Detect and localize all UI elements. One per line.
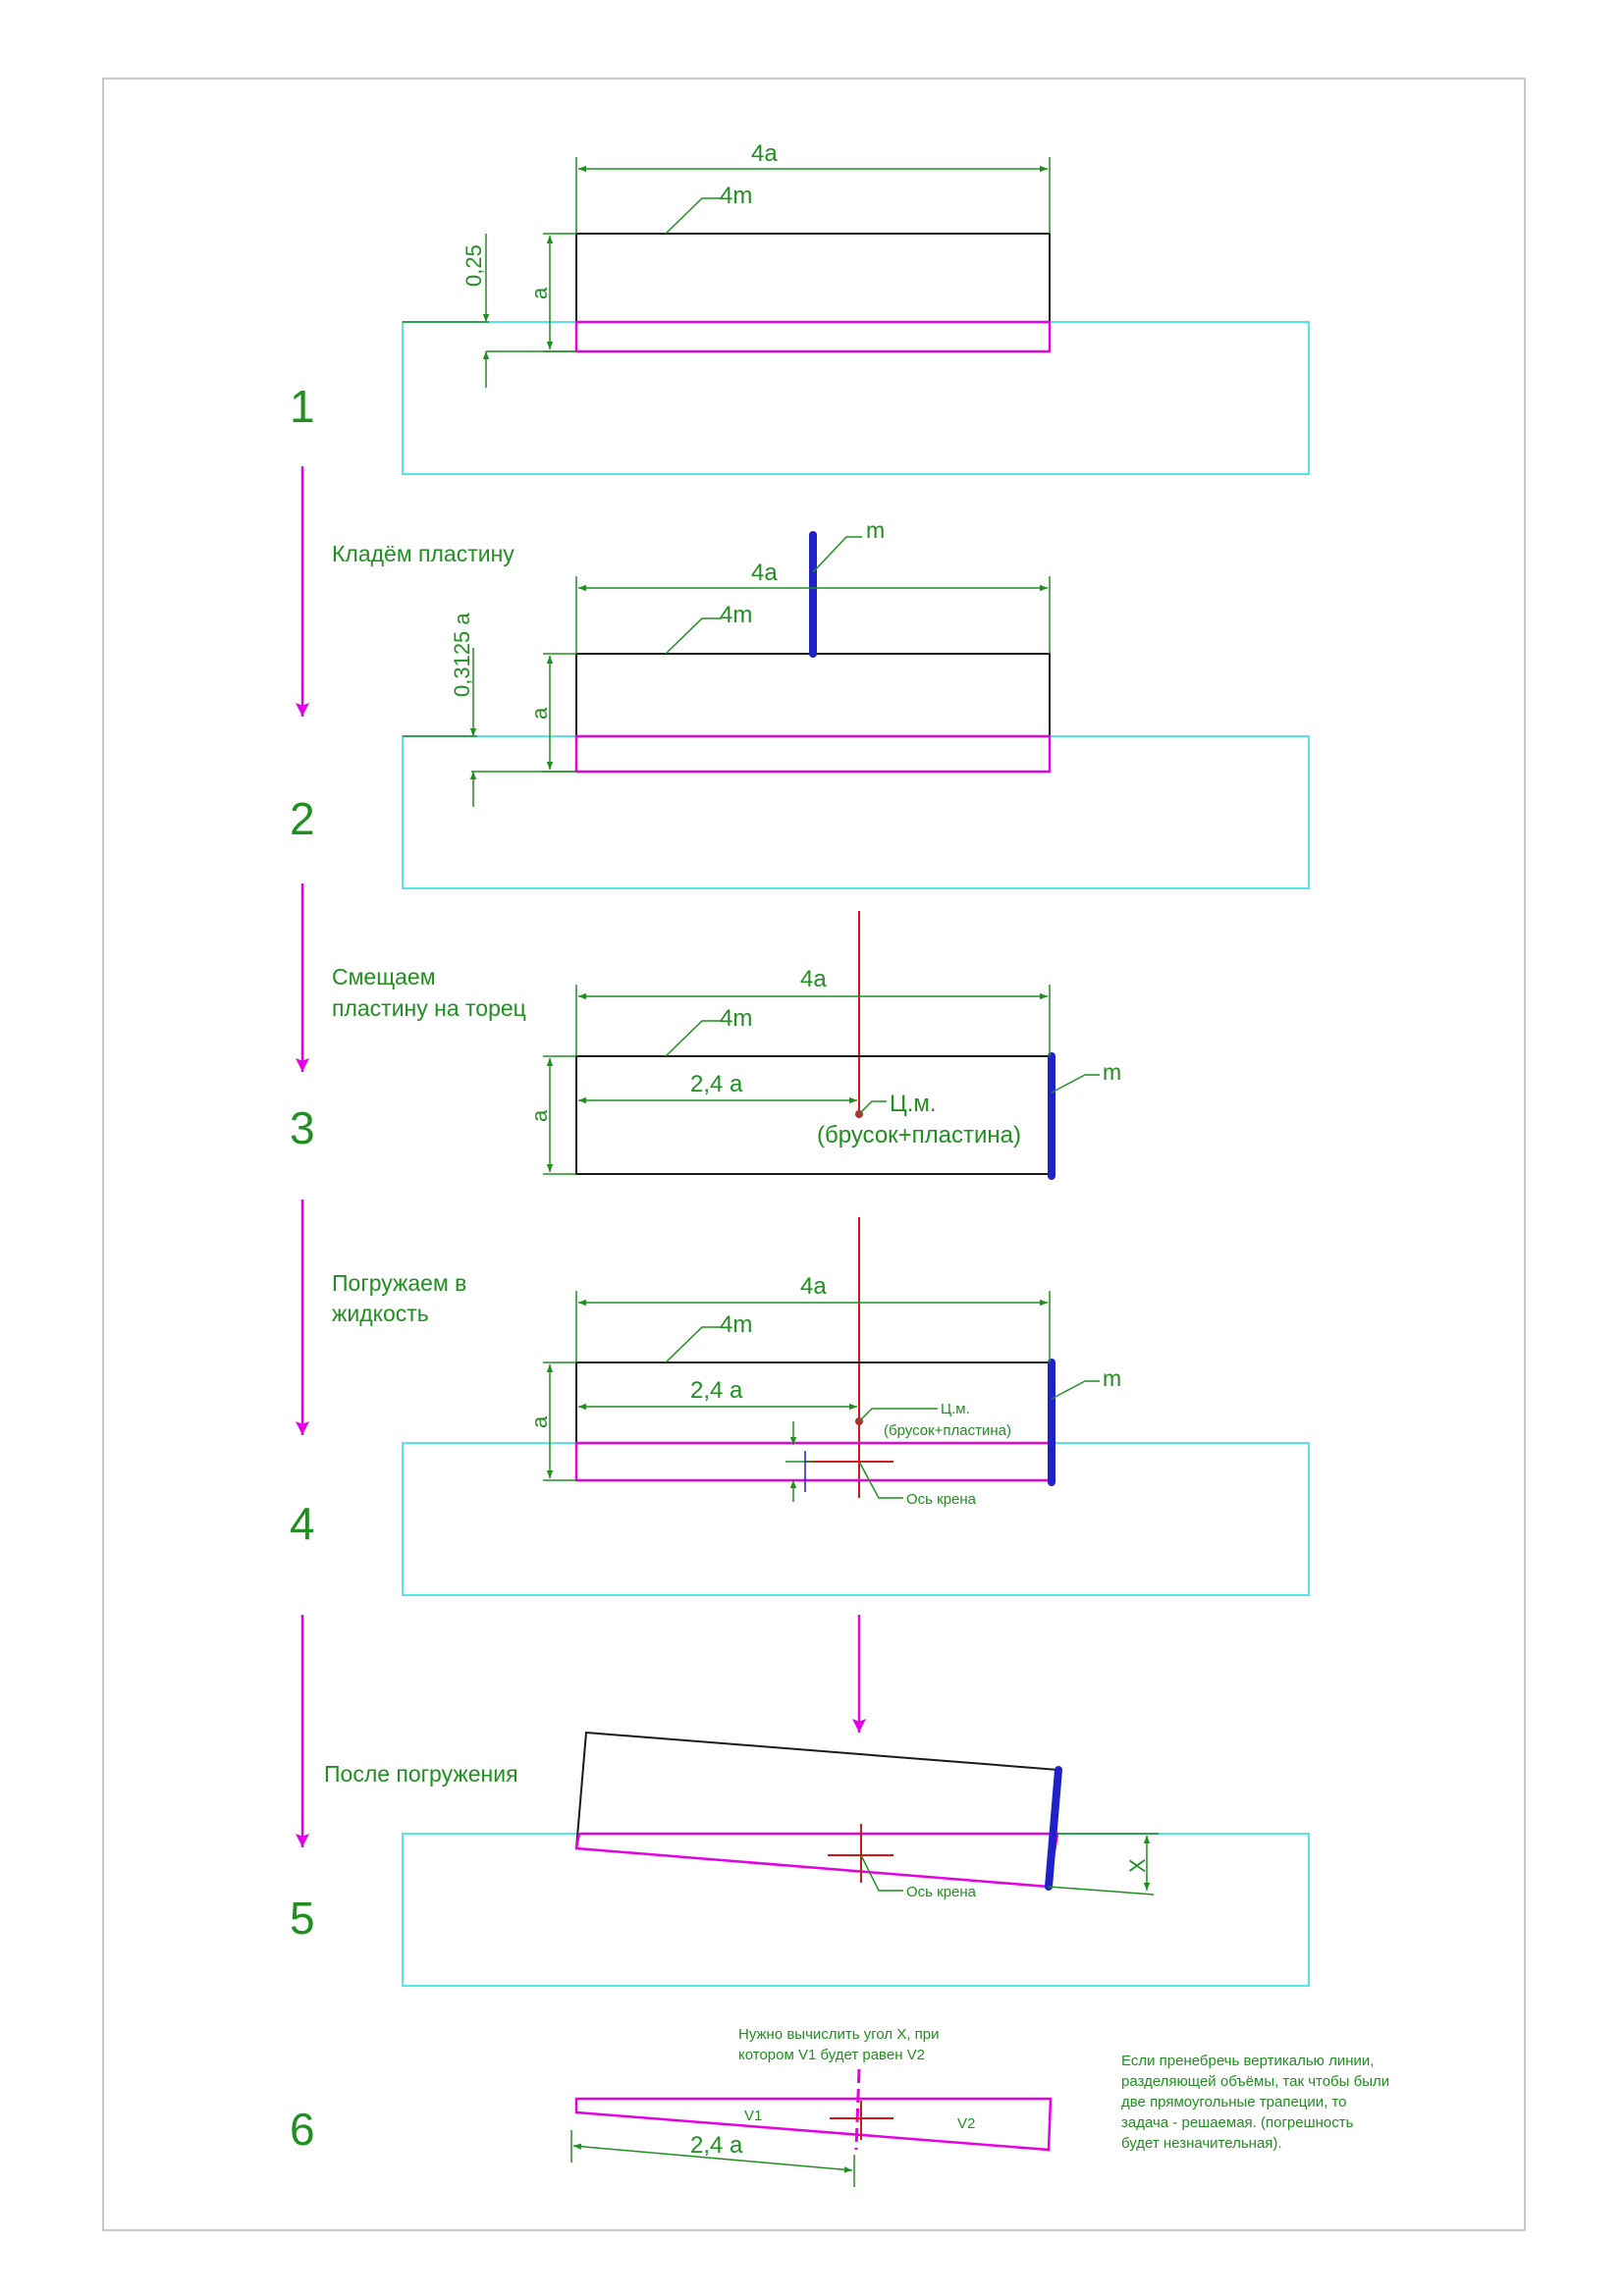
step-caption: жидкость <box>332 1301 429 1326</box>
step-3: Смещаем пластину на торец 3 m 4a 4m a 2,… <box>290 911 1121 1180</box>
heel-axis-label: Ось крена <box>906 1884 977 1900</box>
plate-leader <box>1051 1380 1100 1400</box>
step-caption: пластину на торец <box>332 995 526 1021</box>
step-1: 1 4a 4m a 0,25 <box>290 140 1310 475</box>
mass-leader <box>665 617 722 655</box>
step-6: 6 Нужно вычислить угол X, при котором V1… <box>290 2026 1389 2187</box>
cm-label-sub: (брусок+пластина) <box>817 1122 1021 1148</box>
step-number: 1 <box>290 381 315 432</box>
bar-mass-label: 4m <box>720 183 752 209</box>
page-frame <box>102 78 1526 2231</box>
heel-axis-label: Ось крена <box>906 1491 977 1508</box>
submerged-part <box>574 734 1052 774</box>
step-number: 3 <box>290 1102 315 1153</box>
cm-label: Ц.м. <box>941 1401 970 1417</box>
bar-mass-label: 4m <box>720 602 752 628</box>
height-label: a <box>527 707 552 720</box>
volume-1-label: V1 <box>744 2108 762 2124</box>
step-number: 4 <box>290 1498 315 1549</box>
cm-label-sub: (брусок+пластина) <box>884 1422 1011 1439</box>
step-caption: Погружаем в <box>332 1270 466 1296</box>
remark-note: Если пренебречь вертикалью линии, <box>1121 2053 1374 2069</box>
plate-mass-label: m <box>1103 1059 1121 1085</box>
step-2: Кладём пластину 2 m 4a 4m a 0,3125 a <box>290 517 1310 889</box>
submerged-part <box>574 320 1052 353</box>
step-4: Погружаем в жидкость 4 m 4a 4m a 2,4 a Ц… <box>290 1217 1310 1596</box>
mass-leader <box>665 1326 722 1363</box>
step-5: После погружения 5 Ось крена X <box>290 1731 1310 1987</box>
liquid-box <box>402 735 1310 889</box>
plate-mass-label: m <box>1103 1365 1121 1391</box>
mass-leader <box>665 197 722 235</box>
plate-leader <box>812 536 862 573</box>
width-label: 4a <box>800 966 827 992</box>
bar-mass-label: 4m <box>720 1311 752 1338</box>
remark-note: задача - решаемая. (погрешность <box>1121 2114 1354 2131</box>
cm-label: Ц.м. <box>890 1091 937 1117</box>
step-caption: После погружения <box>324 1761 518 1787</box>
remark-note: будет незначительная). <box>1121 2135 1282 2152</box>
cm-leader <box>858 1408 938 1422</box>
cm-offset-dimension <box>572 2143 853 2173</box>
volume-divider <box>854 2068 861 2151</box>
width-label: 4a <box>751 140 778 167</box>
cm-leader <box>858 1100 887 1115</box>
step-number: 2 <box>290 793 315 844</box>
heel-axis-leader <box>860 1854 903 1892</box>
angle-label: X <box>1125 1858 1150 1873</box>
heel-axis-leader <box>858 1461 903 1499</box>
bar-mass-label: 4m <box>720 1005 752 1032</box>
task-note: котором V1 будет равен V2 <box>738 2047 925 2063</box>
height-label: a <box>527 1109 552 1122</box>
plate <box>1045 1766 1062 1891</box>
immersion-label: 0,25 <box>461 244 486 287</box>
remark-note: две прямоугольные трапеции, то <box>1121 2094 1347 2110</box>
cm-offset-label: 2,4 a <box>690 2132 743 2159</box>
bar <box>575 1055 1051 1175</box>
step-number: 5 <box>290 1893 315 1944</box>
volume-2-label: V2 <box>957 2115 975 2132</box>
remark-note: разделяющей объёмы, так чтобы были <box>1121 2073 1389 2090</box>
plate-mass-label: m <box>866 517 885 543</box>
tilted-bar <box>574 1731 1060 1889</box>
mass-leader <box>665 1020 722 1057</box>
tilted-submerged-part <box>574 1832 1059 1889</box>
width-label: 4a <box>751 560 778 586</box>
step-caption: Кладём пластину <box>332 541 514 566</box>
cm-offset-label: 2,4 a <box>690 1071 743 1097</box>
liquid-box <box>402 1442 1310 1596</box>
task-note: Нужно вычислить угол X, при <box>738 2026 940 2043</box>
liquid-box <box>402 1833 1310 1987</box>
step-caption: Смещаем <box>332 964 436 989</box>
cm-offset-label: 2,4 a <box>690 1377 743 1404</box>
width-label: 4a <box>800 1273 827 1300</box>
submerged-trapezoid <box>574 2097 1053 2152</box>
height-label: a <box>527 1415 552 1428</box>
height-label: a <box>527 287 552 299</box>
bar <box>575 233 1051 352</box>
plate-leader <box>1051 1074 1100 1094</box>
immersion-label: 0,3125 a <box>450 613 474 697</box>
liquid-box <box>402 321 1310 475</box>
step-number: 6 <box>290 2104 315 2155</box>
bar <box>575 653 1051 773</box>
